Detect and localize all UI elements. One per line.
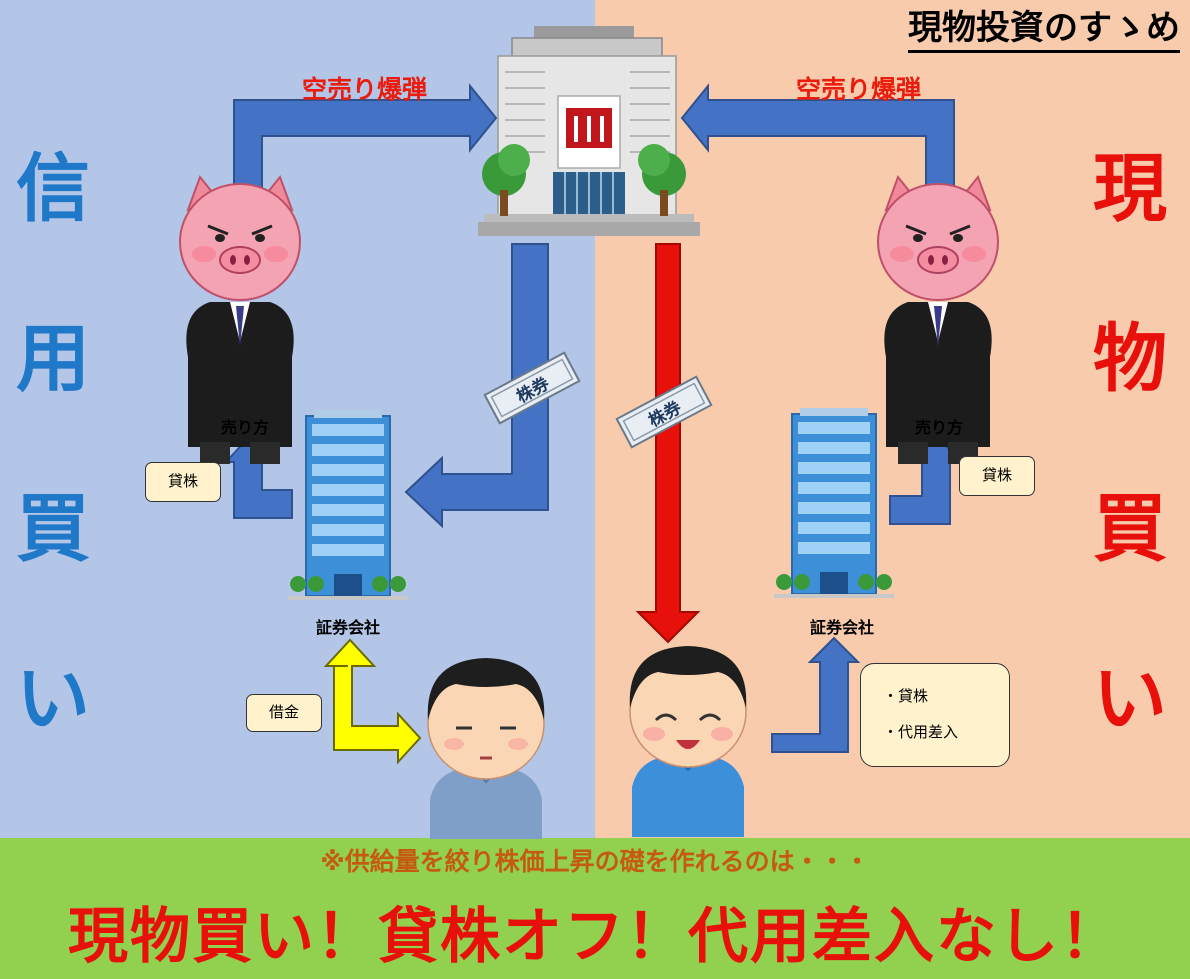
right-short-sell-arrow — [680, 83, 955, 189]
left-short-sell-label: 空売り爆弾 — [302, 75, 428, 104]
stock-exchange-building — [478, 26, 700, 236]
title-char: 用 — [16, 316, 90, 402]
cash-investor — [629, 646, 747, 837]
right-broker-label: 証券会社 — [809, 618, 874, 637]
credit-investor — [427, 658, 545, 839]
cash-buying-title: 現 物 買 い — [1085, 152, 1175, 832]
note-item-lending: ・貸株 — [883, 687, 929, 705]
note-item-collateral: ・代用差入 — [883, 723, 959, 741]
page-headline: 現物投資のすゝめ — [908, 6, 1180, 53]
title-char: 信 — [16, 146, 90, 232]
loan-note: 借金 — [246, 694, 322, 732]
right-notes-box: ・貸株 ・代用差入 — [860, 663, 1010, 767]
right-seller-label: 売り方 — [914, 418, 963, 437]
title-char: 買 — [16, 486, 90, 572]
left-broker-building — [287, 409, 409, 601]
bottom-band — [0, 838, 1190, 979]
credit-buying-title: 信 用 買 い — [8, 152, 98, 832]
title-char: 物 — [1093, 316, 1167, 402]
left-broker-label: 証券会社 — [315, 618, 380, 637]
title-char: い — [1093, 656, 1167, 742]
right-short-sell-label: 空売り爆弾 — [796, 75, 922, 104]
title-char: 現 — [1093, 146, 1167, 232]
left-lend-note: 貸株 — [145, 462, 221, 502]
left-seller-label: 売り方 — [220, 418, 269, 437]
right-broker-building — [773, 407, 895, 599]
right-deposit-arrow — [771, 636, 861, 753]
right-lend-note: 貸株 — [959, 456, 1035, 496]
loan-arrow — [323, 638, 422, 765]
bottom-note: ※供給量を絞り株価上昇の礎を作れるのは・・・ — [320, 847, 870, 876]
title-char: 買 — [1093, 486, 1167, 572]
exchange-to-investor-arrow — [635, 243, 701, 644]
title-char: い — [16, 656, 90, 742]
bottom-slogan: 現物買い！貸株オフ！代用差入なし！ — [68, 902, 1122, 972]
left-short-sell-arrow — [233, 83, 498, 189]
